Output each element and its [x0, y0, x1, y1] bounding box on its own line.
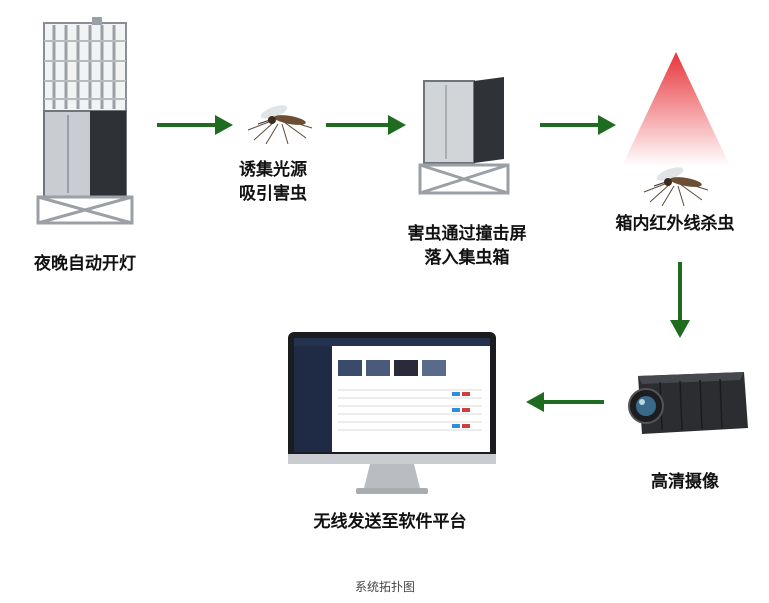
- infrared-triangle: [620, 50, 732, 168]
- arrow-down: [668, 260, 692, 340]
- mosquito-icon: [244, 100, 314, 146]
- hit-line1: 害虫通过撞击屏: [407, 224, 527, 244]
- step-hit-label: 害虫通过撞击屏 落入集虫箱: [382, 222, 552, 270]
- step-night-light-label: 夜晚自动开灯: [34, 254, 136, 274]
- monitor-device: [286, 330, 498, 498]
- step-camera-label: 高清摄像: [651, 472, 719, 492]
- attract-line2: 吸引害虫: [239, 184, 307, 204]
- arrow-right-2: [324, 113, 408, 137]
- camera-device: [620, 368, 752, 440]
- hit-line2: 落入集虫箱: [424, 248, 510, 268]
- step-attract-label: 诱集光源 吸引害虫: [218, 158, 328, 206]
- mosquito-icon-2: [640, 162, 710, 208]
- arrow-right-3: [538, 113, 618, 137]
- light-trap-device: [30, 15, 140, 230]
- collector-box-device: [412, 75, 520, 200]
- arrow-right-1: [155, 113, 235, 137]
- attract-line1: 诱集光源: [239, 160, 307, 180]
- figure-caption: 系统拓扑图: [354, 580, 415, 594]
- step-send-label: 无线发送至软件平台: [313, 512, 467, 532]
- arrow-left: [522, 390, 606, 414]
- step-kill-label: 箱内红外线杀虫: [615, 214, 735, 234]
